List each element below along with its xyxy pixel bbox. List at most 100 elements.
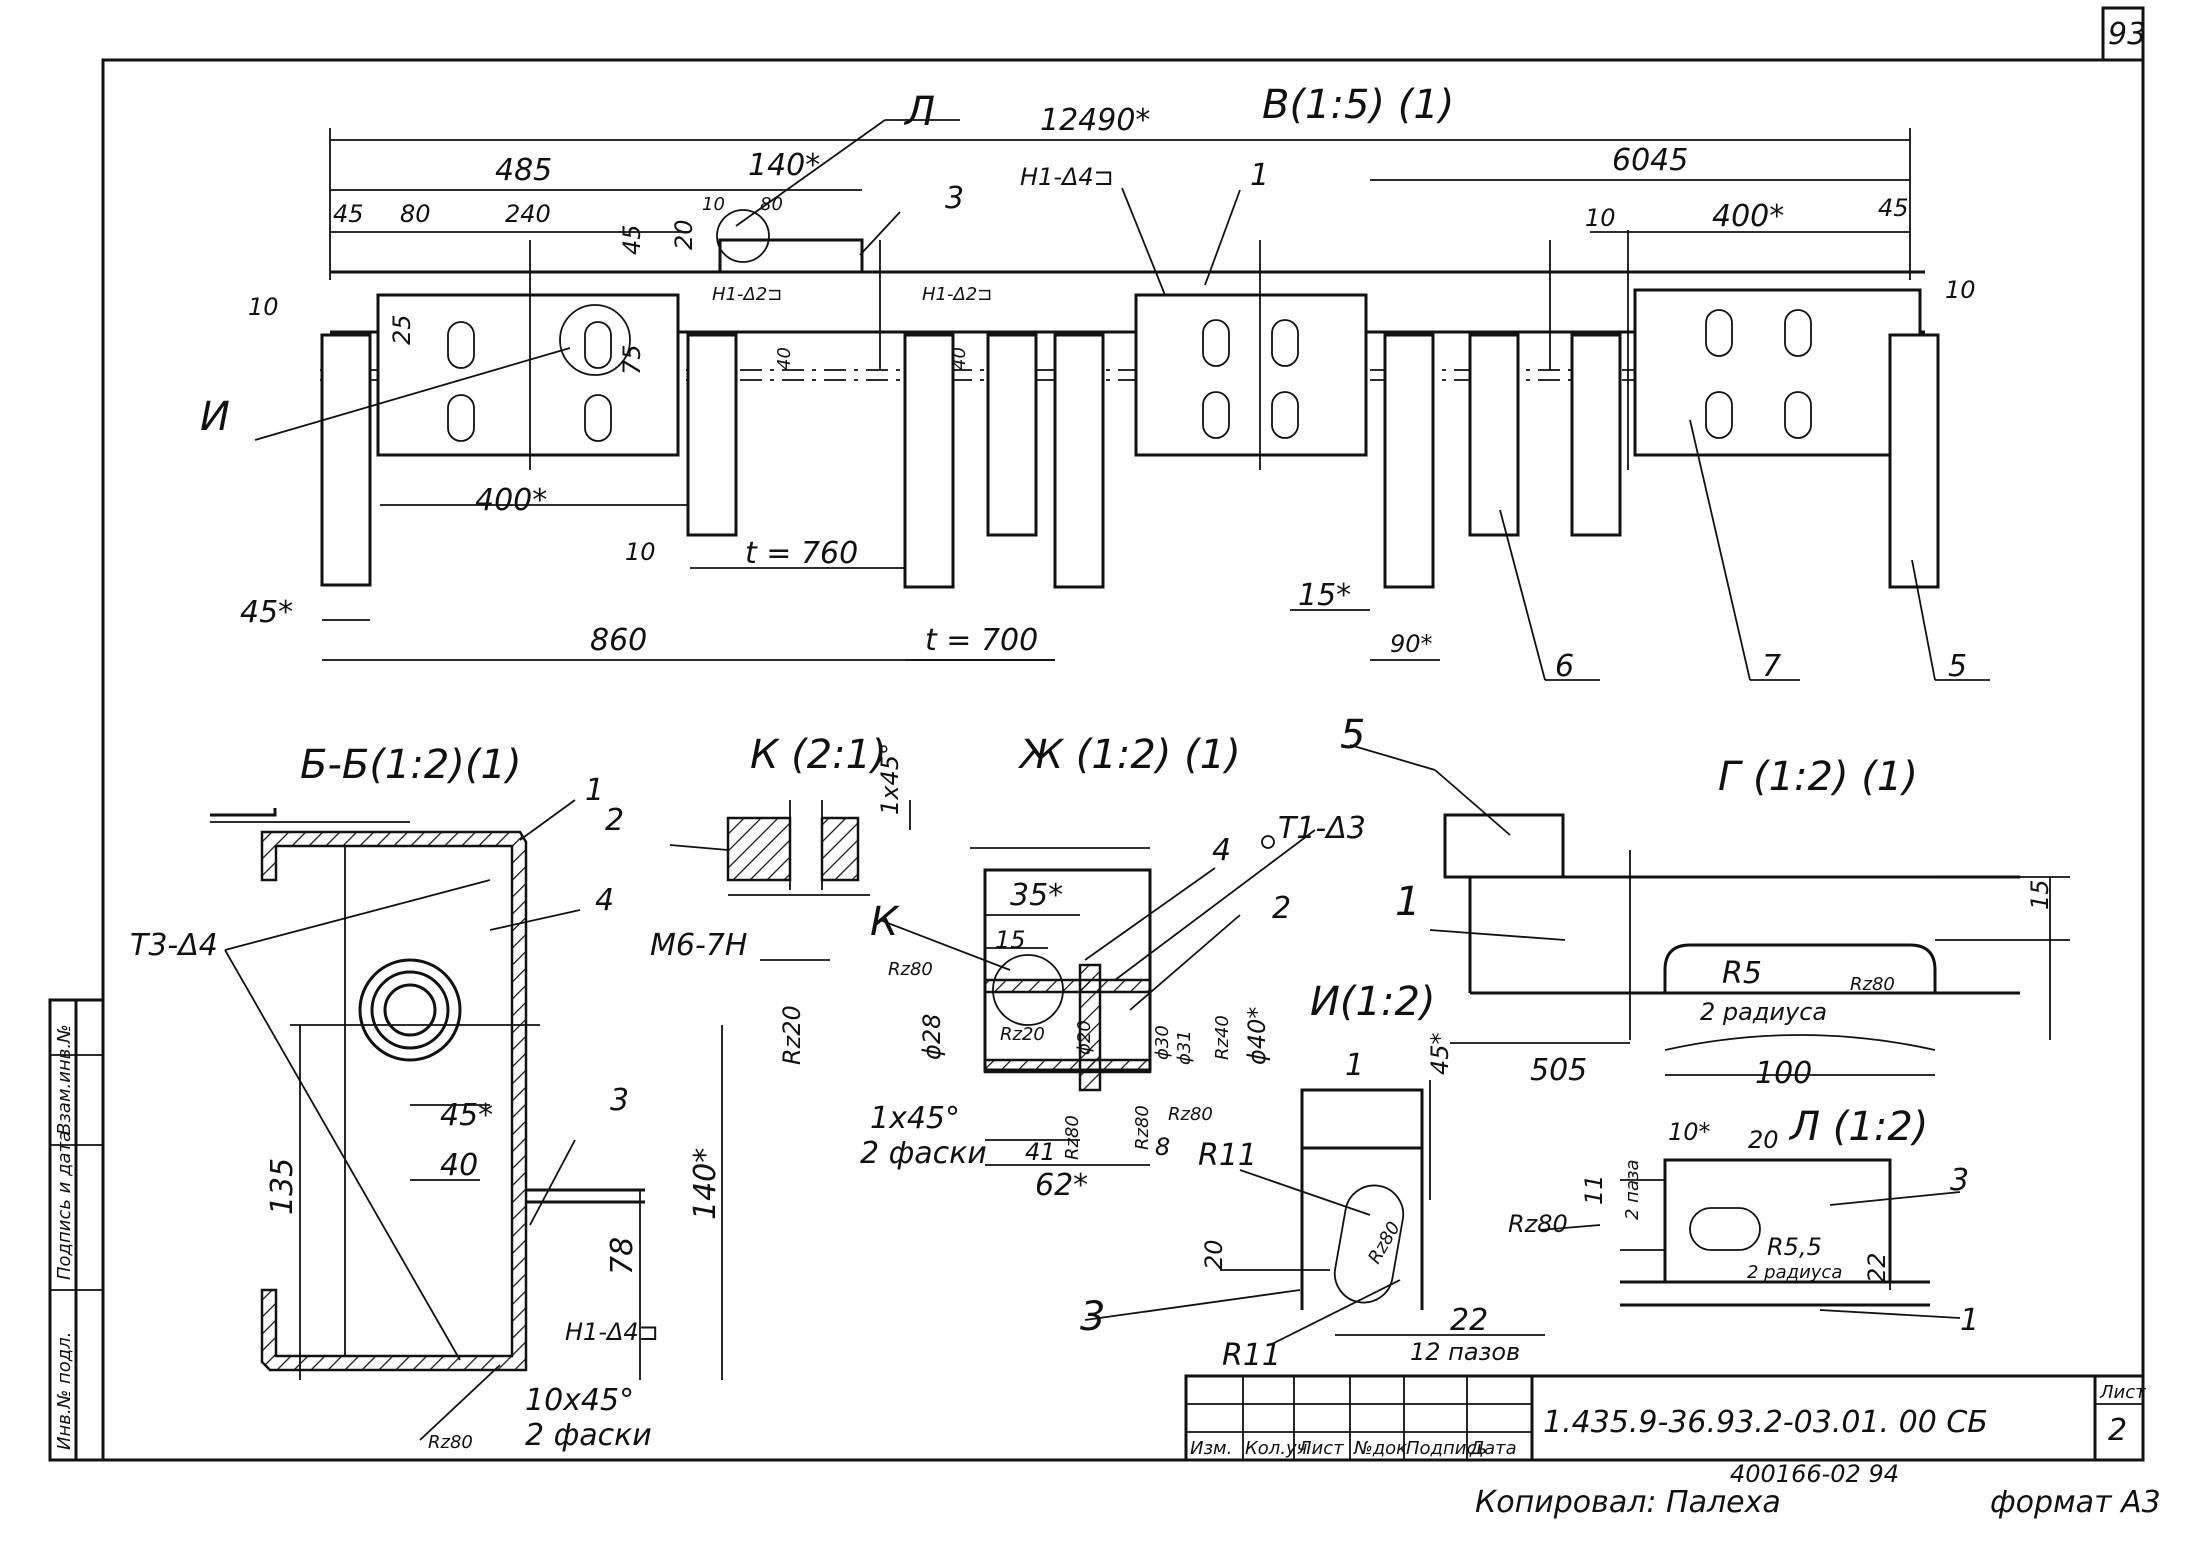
section-bb-title: Б-Б(1:2)(1) [300, 742, 522, 788]
dim-10b: 10 [1585, 204, 1616, 232]
view-i-slots: 12 пазов [1410, 1338, 1520, 1366]
sheet-label: Лист [2099, 1382, 2146, 1403]
view-g-rz: Rz80 [1850, 974, 1895, 995]
page-number: 93 [2108, 17, 2146, 52]
dim-20: 20 [670, 219, 698, 250]
detail-zh-rz20: Rz20 [1000, 1024, 1045, 1045]
tb-header-kol: Кол.уч [1245, 1438, 1307, 1459]
detail-zh-d62: 62* [1035, 1168, 1088, 1203]
section-bb-rz: Rz80 [428, 1432, 473, 1453]
tb-header-doc: №док [1353, 1438, 1407, 1459]
section-bb-dim-78: 78 [605, 1237, 640, 1275]
archive-code: 400166-02 94 [1730, 1460, 1899, 1488]
detail-zh-rz80a: Rz80 [888, 959, 933, 980]
detail-k-callout: 2 [605, 803, 624, 838]
view-b-main: В(1:5) (1) [200, 82, 1990, 684]
detail-zh-rz80c: Rz80 [1062, 1115, 1083, 1160]
dim-10a: 10 [702, 194, 725, 215]
view-l-callout-1: 1 [1960, 1303, 1979, 1338]
section-bb-dim-45: 45* [440, 1098, 493, 1133]
view-g-r5-note: 2 радиуса [1700, 998, 1827, 1026]
detail-k-thread: M6-7H [650, 928, 747, 963]
callout-3-top: 3 [945, 181, 964, 216]
view-g-dim-15: 15 [2026, 879, 2054, 910]
dim-10c: 10 [1945, 276, 1976, 304]
dim-80b: 80 [760, 194, 783, 215]
view-l-dim-22: 22 [1863, 1252, 1891, 1283]
detail-k-title: К (2:1) [750, 732, 887, 778]
view-l-callout-3: 3 [1950, 1163, 1969, 1198]
view-i: И(1:2) 1 3 45* R11 20 Rz80 22 12 пазов R… [1080, 979, 1545, 1373]
stamp-replacement-inv: Взам.инв.№ [54, 1024, 75, 1135]
sheet-format: формат А3 [1990, 1485, 2161, 1520]
section-bb-dim-40: 40 [440, 1148, 478, 1183]
tb-header-date: Дата [1469, 1438, 1517, 1459]
dim-485: 485 [495, 153, 552, 188]
sheet-number: 2 [2108, 1413, 2127, 1448]
view-i-title: И(1:2) [1310, 979, 1436, 1025]
view-g: Г (1:2) (1) 5 1 15 R5 2 радиуса Rz80 505… [1340, 712, 2070, 1091]
detail-zh-rz80b: Rz80 [1168, 1104, 1213, 1125]
callout-i: И [200, 394, 230, 440]
section-bb-chamfer-note: 2 фаски [525, 1418, 652, 1453]
dim-10d: 10 [248, 293, 279, 321]
tb-header-sign: Подпись [1406, 1438, 1487, 1459]
view-b-title: В(1:5) (1) [1262, 82, 1454, 128]
detail-zh-dim-15: 15 [995, 926, 1026, 954]
view-i-r11a: R11 [1198, 1138, 1257, 1173]
detail-zh-callout-2: 2 [1272, 891, 1291, 926]
view-i-dim-20: 20 [1200, 1239, 1228, 1270]
view-l-dim-20: 20 [1748, 1126, 1779, 1154]
stamp-inv-original: Инв.№ подл. [54, 1332, 75, 1450]
section-b-b: Б-Б(1:2)(1) Т3-Δ4 Н1-Δ4⊐ 1 4 3 45* 40 13… [130, 742, 723, 1453]
dim-40: 40 [774, 347, 795, 370]
dim-240: 240 [505, 200, 551, 228]
view-l-dim-11: 11 [1580, 1174, 1608, 1205]
dim-45a: 45 [333, 200, 364, 228]
callout-6-top: 6 [1555, 649, 1574, 684]
callout-l: Л [903, 89, 935, 135]
dim-45c: 45 [1878, 194, 1909, 222]
callout-7-top: 7 [1762, 649, 1781, 684]
weld-top-1: Н1-Δ4⊐ [1020, 163, 1114, 191]
view-i-callout-3: 3 [1080, 1294, 1105, 1340]
detail-zh-d30: ϕ30 [1152, 1025, 1173, 1060]
stamp-signature-date: Подпись и дата [54, 1131, 75, 1280]
detail-zh-title: Ж (1:2) (1) [1017, 732, 1241, 778]
view-i-callout-1: 1 [1345, 1048, 1364, 1083]
detail-zh-d20: ϕ20 [1074, 1020, 1095, 1055]
section-bb-dim-140: 140* [688, 1148, 723, 1220]
detail-zh-rz40: Rz40 [1212, 1015, 1233, 1060]
detail-zh-dim-35: 35* [1010, 878, 1063, 913]
section-bb-weld: Т3-Δ4 [130, 928, 218, 963]
detail-k-chamfer: 1x45° [876, 743, 904, 815]
detail-zh-callout-4: 4 [1212, 833, 1231, 868]
detail-zh-d8: 8 [1155, 1133, 1170, 1161]
section-bb-callout-3: 3 [610, 1083, 629, 1118]
view-g-callout-5: 5 [1340, 712, 1365, 758]
dim-t760: t = 760 [745, 536, 858, 571]
view-l-slots: 2 паза [1622, 1159, 1643, 1220]
dim-860: 860 [590, 623, 647, 658]
side-stamp: Инв.№ подл. Подпись и дата Взам.инв.№ [48, 998, 105, 1462]
view-l-dim-10: 10* [1668, 1118, 1711, 1146]
section-bb-callout-1: 1 [585, 773, 604, 808]
view-l-rz: Rz80 [1508, 1210, 1568, 1238]
dim-400b: 400* [475, 483, 547, 518]
section-bb-weld2: Н1-Δ4⊐ [565, 1318, 659, 1346]
view-l-r55: R5,5 [1767, 1233, 1822, 1261]
view-g-r5: R5 [1722, 956, 1762, 991]
dim-90star: 90* [1390, 630, 1433, 658]
detail-zh: Ж (1:2) (1) Т1-Δ3 4 2 К 35* 15 Rz80 Rz20… [860, 732, 1366, 1203]
dim-10e: 10 [625, 538, 656, 566]
view-l-title: Л (1:2) [1788, 1104, 1928, 1150]
dim-t700: t = 700 [925, 623, 1038, 658]
title-block: Изм. Кол.уч Лист №док Подпись Дата 1.435… [1184, 1374, 2146, 1462]
view-l-r55-note: 2 радиуса [1747, 1262, 1842, 1283]
view-g-callout-1: 1 [1395, 879, 1420, 925]
dim-80a: 80 [400, 200, 431, 228]
detail-k-rz: Rz20 [778, 1005, 806, 1065]
detail-zh-weld: Т1-Δ3 [1278, 811, 1366, 846]
view-g-title: Г (1:2) (1) [1718, 754, 1918, 800]
